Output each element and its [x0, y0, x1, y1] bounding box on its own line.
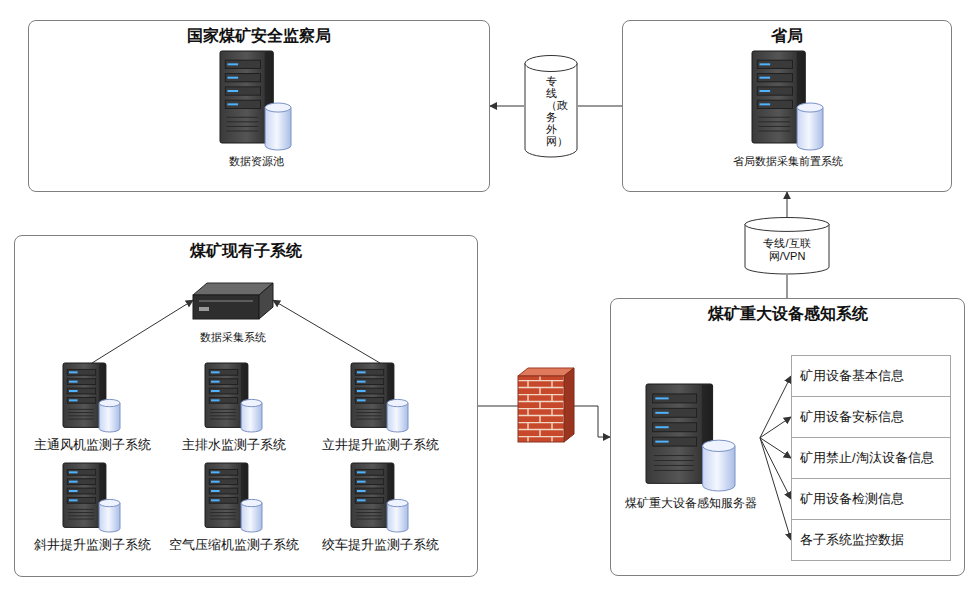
server-icon: [351, 463, 409, 533]
device-node: 数据采集系统: [193, 281, 273, 345]
node-label: 主排水监测子系统: [179, 436, 289, 454]
info-text: 各子系统监控数据: [800, 531, 904, 549]
panel-title: 国家煤矿安全监察局: [29, 26, 489, 47]
info-box: 矿用设备安标信息: [791, 396, 951, 438]
device-icon: [193, 281, 273, 327]
network-cylinder: 专线/互联网/VPN: [744, 217, 830, 275]
connector-arrow: [787, 275, 788, 298]
group-panel: 省局省局数据采集前置系统: [622, 20, 952, 192]
node-label: 省局数据采集前置系统: [730, 154, 846, 169]
connector-arrow: [578, 106, 622, 107]
server-node: 省局数据采集前置系统: [730, 51, 846, 169]
node-label: 主通风机监测子系统: [31, 436, 154, 454]
connector-arrow: [787, 192, 788, 217]
server-node: 斜井提升监测子系统: [31, 463, 154, 554]
server-node: 主通风机监测子系统: [31, 363, 154, 454]
link-label: 专线（政务外网）: [546, 75, 557, 148]
server-icon: [752, 51, 824, 151]
firewall-illustration: [516, 366, 576, 444]
link-label: 专线/互联网/VPN: [750, 237, 824, 265]
node-label: 立井提升监测子系统: [319, 436, 442, 454]
node-label: 空气压缩机监测子系统: [166, 536, 302, 554]
connector-arrow: [92, 300, 193, 363]
group-panel: 国家煤矿安全监察局数据资源池: [28, 20, 490, 192]
connector-arrow: [760, 438, 791, 540]
server-icon: [351, 363, 409, 433]
server-node: 空气压缩机监测子系统: [166, 463, 302, 554]
info-box: 各子系统监控数据: [791, 519, 951, 561]
server-icon: [63, 463, 121, 533]
network-cylinder: 专线（政务外网）: [524, 55, 578, 158]
info-text: 矿用设备检测信息: [800, 490, 904, 508]
node-label: 绞车提升监测子系统: [319, 536, 442, 554]
panel-title: 煤矿重大设备感知系统: [611, 304, 964, 325]
connector-arrow: [273, 300, 380, 363]
info-box: 矿用禁止/淘汰设备信息: [791, 437, 951, 479]
server-node: 立井提升监测子系统: [319, 363, 442, 454]
group-panel: 煤矿重大设备感知系统煤矿重大设备感知服务器 矿用设备基本信息矿用设备安标信息矿用禁…: [610, 298, 965, 576]
info-text: 矿用设备基本信息: [800, 367, 904, 385]
info-box: 矿用设备检测信息: [791, 478, 951, 520]
server-icon: [220, 51, 292, 151]
node-label: 斜井提升监测子系统: [31, 536, 154, 554]
connector-arrow: [490, 106, 524, 107]
server-icon: [205, 463, 263, 533]
info-text: 矿用设备安标信息: [800, 408, 904, 426]
connector-arrow: [760, 417, 791, 438]
info-box: 矿用设备基本信息: [791, 355, 951, 397]
server-node: 绞车提升监测子系统: [319, 463, 442, 554]
group-panel: 煤矿现有子系统数据采集系统主通风机监测子系统 主排水监测子系统 立井提升监测子系统斜…: [14, 235, 478, 577]
server-node: 主排水监测子系统: [179, 363, 289, 454]
panel-title: 省局: [623, 26, 951, 47]
info-text: 矿用禁止/淘汰设备信息: [800, 449, 934, 467]
panel-title: 煤矿现有子系统: [15, 241, 477, 262]
node-label: 数据资源池: [220, 154, 292, 169]
server-icon: [63, 363, 121, 433]
server-node: 数据资源池: [220, 51, 292, 169]
server-icon: [205, 363, 263, 433]
server-icon: [646, 384, 736, 492]
server-node: 煤矿重大设备感知服务器: [622, 384, 760, 512]
node-label: 数据采集系统: [193, 330, 273, 345]
connector-arrow: [760, 376, 791, 438]
node-label: 煤矿重大设备感知服务器: [622, 495, 760, 512]
